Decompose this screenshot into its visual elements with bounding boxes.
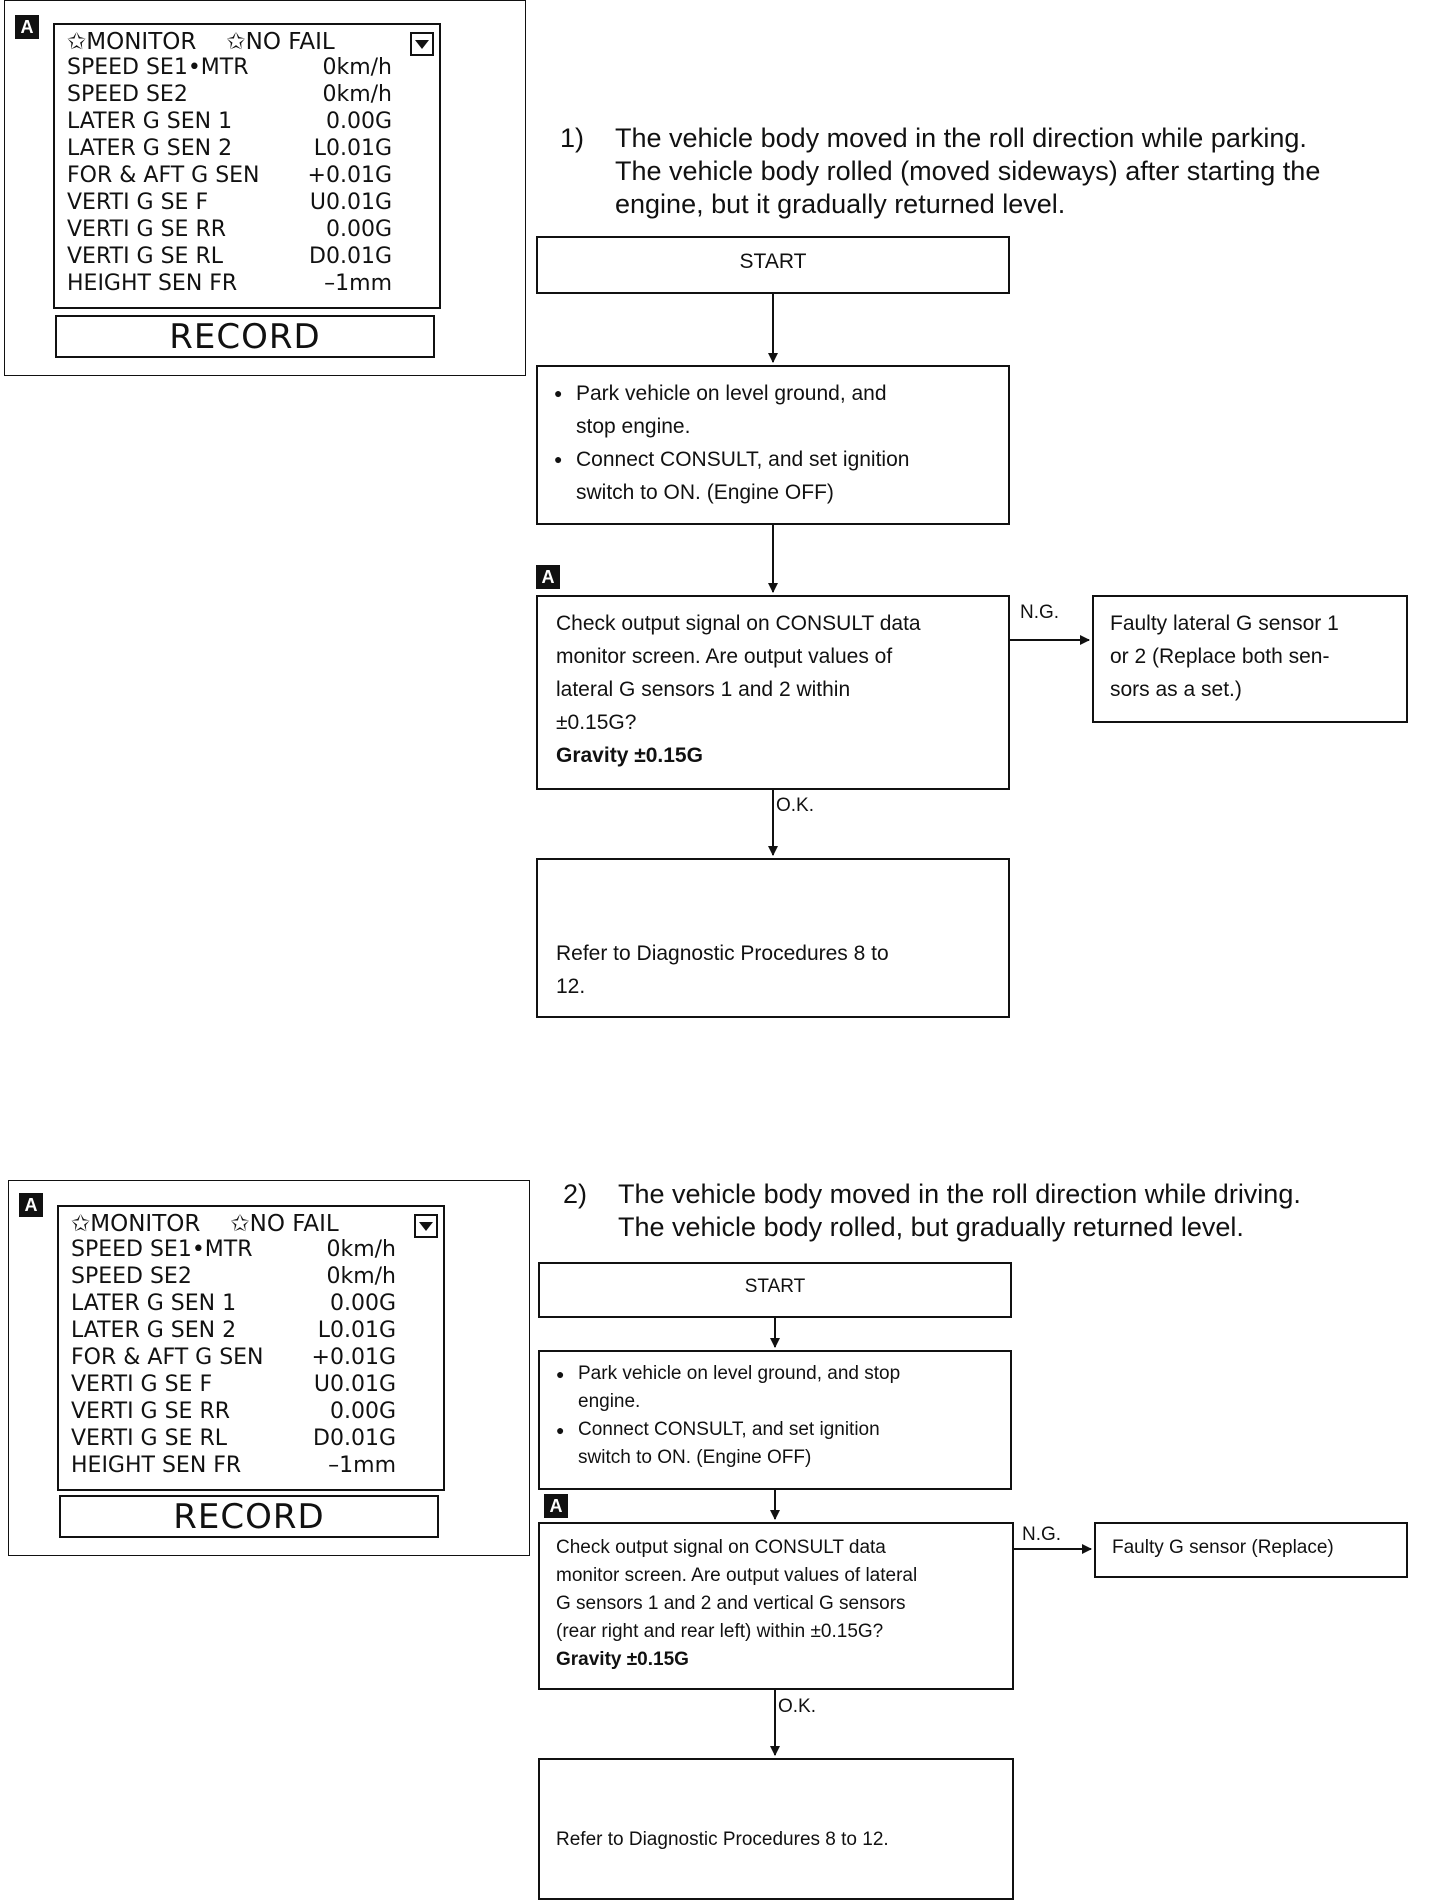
marker-a-badge: A [15, 15, 39, 39]
section-2-number: 2) [563, 1179, 588, 1209]
preparation-box-1: Park vehicle on level ground, and stop e… [536, 365, 1010, 525]
check-gravity: Gravity ±0.15G [556, 744, 703, 767]
refer-box-1: Refer to Diagnostic Procedures 8 to 12. [536, 858, 1010, 1018]
ng-label-1: N.G. [1020, 602, 1060, 623]
check-box-1: Check output signal on CONSULT data moni… [536, 595, 1010, 790]
check-gravity: Gravity ±0.15G [556, 1649, 689, 1670]
monitor-header: ✩MONITOR ✩NO FAIL [71, 1211, 369, 1237]
section-1-heading: The vehicle body moved in the roll direc… [615, 123, 1321, 219]
ng-label-2: N.G. [1022, 1524, 1062, 1545]
marker-a-badge: A [536, 565, 560, 589]
start-label: START [739, 250, 807, 273]
monitor-status-label: ✩NO FAIL [226, 29, 335, 55]
start-box-2: START [538, 1262, 1012, 1318]
ng-result-box-1: Faulty lateral G sensor 1 or 2 (Replace … [1092, 595, 1408, 723]
check-question: Check output signal on CONSULT data moni… [556, 612, 921, 734]
refer-text: Refer to Diagnostic Procedures 8 to 12. [556, 942, 889, 998]
start-box-1: START [536, 236, 1010, 294]
monitor-status-label: ✩NO FAIL [230, 1211, 339, 1237]
preparation-step: Park vehicle on level ground, and stop e… [556, 1360, 900, 1416]
ng-result-text: Faulty lateral G sensor 1 or 2 (Replace … [1110, 612, 1339, 701]
preparation-step: Connect CONSULT, and set ignition switch… [556, 1416, 880, 1472]
scroll-down-icon[interactable] [410, 32, 434, 56]
check-question: Check output signal on CONSULT data moni… [556, 1537, 918, 1642]
preparation-step: Connect CONSULT, and set ignition switch… [554, 443, 909, 509]
monitor-row: HEIGHT SEN FR–1mm [71, 1453, 396, 1478]
record-button[interactable]: RECORD [59, 1495, 439, 1538]
monitor-row: FOR & AFT G SEN+0.01G [67, 163, 392, 188]
marker-a-badge: A [19, 1193, 43, 1217]
monitor-row: FOR & AFT G SEN+0.01G [71, 1345, 396, 1370]
marker-a-badge: A [544, 1494, 568, 1518]
monitor-header: ✩MONITOR ✩NO FAIL [67, 29, 365, 55]
scroll-down-icon[interactable] [414, 1214, 438, 1238]
monitor-mode-label: ✩MONITOR [71, 1211, 201, 1237]
section-1-number: 1) [560, 123, 585, 153]
record-button[interactable]: RECORD [55, 315, 435, 358]
ng-result-text: Faulty G sensor (Replace) [1112, 1537, 1334, 1558]
ok-label-1: O.K. [776, 795, 815, 816]
monitor-row: HEIGHT SEN FR–1mm [67, 271, 392, 296]
refer-text: Refer to Diagnostic Procedures 8 to 12. [556, 1829, 889, 1850]
section-2-heading: The vehicle body moved in the roll direc… [618, 1179, 1301, 1242]
check-box-2: Check output signal on CONSULT data moni… [538, 1522, 1014, 1690]
ng-result-box-2: Faulty G sensor (Replace) [1094, 1522, 1408, 1578]
ok-label-2: O.K. [778, 1696, 817, 1717]
preparation-step: Park vehicle on level ground, and stop e… [554, 377, 887, 443]
preparation-box-2: Park vehicle on level ground, and stop e… [538, 1350, 1012, 1490]
monitor-mode-label: ✩MONITOR [67, 29, 197, 55]
refer-box-2: Refer to Diagnostic Procedures 8 to 12. [538, 1758, 1014, 1900]
start-label: START [744, 1276, 806, 1297]
